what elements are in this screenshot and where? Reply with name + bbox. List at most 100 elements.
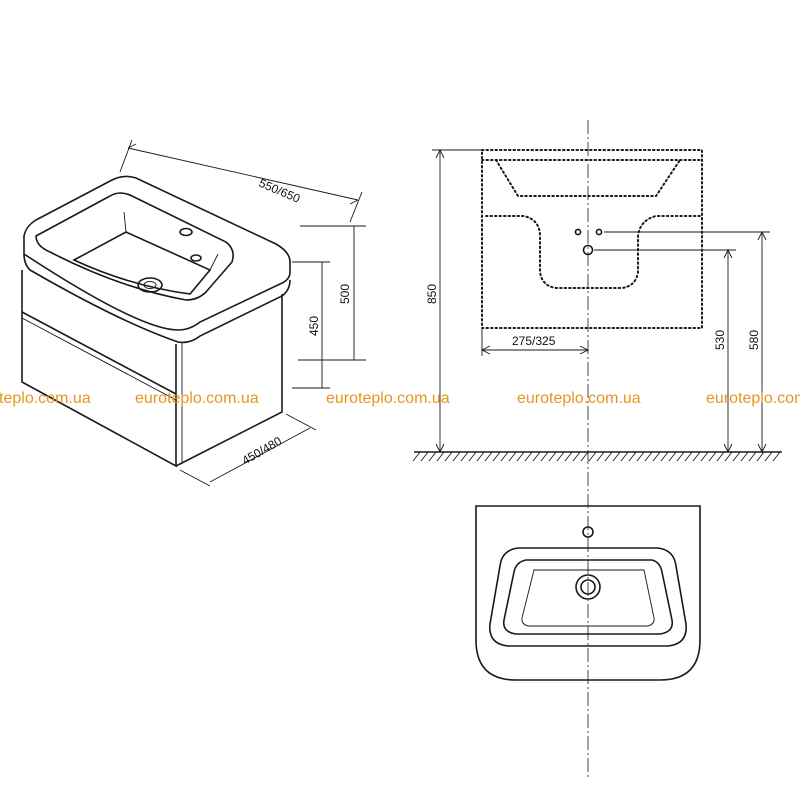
floor-hatch-mark (628, 451, 637, 462)
top-basin-outer (489, 547, 687, 647)
floor-hatch-mark (460, 451, 469, 462)
floor-hatch-mark (556, 451, 565, 462)
floor-hatch-mark (548, 451, 557, 462)
front-drain-height-dim-line (594, 248, 736, 454)
watermark-text-2: euroteplo.com.ua (135, 390, 259, 407)
front-basin-lower (485, 215, 701, 289)
front-tap-hole-icon (574, 228, 582, 236)
iso-basin-inner (72, 231, 212, 295)
front-tap-hole-2-icon (595, 228, 603, 236)
floor-hatch-mark (436, 451, 445, 462)
floor-hatch-mark (572, 451, 581, 462)
floor-hatch-mark (564, 451, 573, 462)
isometric-view: 550/650 500 450 450/480 (21, 139, 366, 487)
floor-hatch-mark (500, 451, 509, 462)
iso-width-dim-line (119, 139, 363, 223)
floor-hatch-mark (596, 451, 605, 462)
floor-hatch-mark (444, 451, 453, 462)
front-sink-outline (481, 149, 703, 329)
floor-hatch-mark (636, 451, 645, 462)
floor-hatch-mark (644, 451, 653, 462)
floor-hatch-mark (532, 451, 541, 462)
front-tap-height-dim-line (604, 230, 770, 454)
floor-hatch-mark (428, 451, 437, 462)
floor-hatch-mark (732, 451, 741, 462)
iso-cabinet-side (175, 294, 283, 467)
floor-hatch-mark (724, 451, 733, 462)
watermark-text-3: euroteplo.com.ua (326, 390, 450, 407)
floor-hatch-mark (668, 451, 677, 462)
floor-hatch-mark (700, 451, 709, 462)
top-basin-inner (502, 559, 674, 635)
iso-depth-dim-line (179, 413, 317, 487)
iso-height-total-dim-line (298, 225, 366, 361)
iso-sink-top (23, 175, 291, 331)
top-sink-outline (475, 505, 701, 681)
front-total-height-dim-line (432, 148, 482, 454)
floor-hatch-mark (540, 451, 549, 462)
iso-cabinet-front (21, 270, 177, 468)
floor-hatch-mark (524, 451, 533, 462)
front-drain-height-label: 530 (713, 330, 727, 350)
iso-height-cabinet-dim-line (292, 261, 330, 389)
floor-hatch-mark (508, 451, 517, 462)
top-drain-inner-icon (580, 579, 596, 595)
front-tap-height-label: 580 (747, 330, 761, 350)
floor-hatch-mark (660, 451, 669, 462)
floor-hatch-mark (420, 451, 429, 462)
floor-hatch-mark (620, 451, 629, 462)
floor-hatch-mark (692, 451, 701, 462)
front-half-width-label: 275/325 (512, 334, 556, 348)
iso-depth-label: 450/480 (240, 434, 285, 468)
floor-hatch-mark (708, 451, 717, 462)
floor-hatch-mark (468, 451, 477, 462)
floor-hatch-mark (580, 451, 589, 462)
floor-hatch-mark (612, 451, 621, 462)
floor-hatch-mark (676, 451, 685, 462)
iso-tap-hole-icon (179, 227, 193, 237)
iso-drawer-divider-2 (21, 317, 177, 401)
top-drain-icon (575, 574, 601, 600)
floor-hatch-mark (748, 451, 757, 462)
iso-tap-hole-2-icon (190, 254, 202, 262)
floor-hatch-mark (516, 451, 525, 462)
iso-basin-outer (35, 192, 234, 301)
floor-hatch-mark (412, 451, 421, 462)
iso-basin-wall (123, 211, 219, 271)
floor-hatch-mark (492, 451, 501, 462)
floor-hatch-mark (764, 451, 773, 462)
front-total-height-label: 850 (425, 284, 439, 304)
floor-hatch-mark (476, 451, 485, 462)
iso-height-cabinet-label: 450 (307, 316, 321, 336)
watermarks: euroteplo.com.ua euroteplo.com.ua eurote… (0, 390, 800, 407)
front-floor-hatching (412, 451, 781, 462)
iso-drain-inner-icon (143, 281, 157, 289)
front-drain-icon (582, 244, 594, 256)
iso-height-total-label: 500 (338, 284, 352, 304)
floor-hatch-mark (756, 451, 765, 462)
iso-sink-rim (23, 253, 291, 344)
iso-drain-icon (137, 277, 163, 293)
floor-hatch-mark (484, 451, 493, 462)
floor-hatch-mark (772, 451, 781, 462)
top-view (475, 505, 701, 681)
floor-hatch-mark (588, 451, 597, 462)
watermark-text-4: euroteplo.com.ua (517, 390, 641, 407)
top-basin-floor (521, 569, 655, 627)
floor-hatch-mark (740, 451, 749, 462)
watermark-text-5: euroteplo.com.ua (706, 390, 800, 407)
iso-width-label: 550/650 (257, 176, 303, 206)
front-half-width-dim-line (480, 328, 590, 356)
floor-hatch-mark (684, 451, 693, 462)
front-basin-upper (495, 159, 681, 197)
floor-hatch-mark (716, 451, 725, 462)
front-view: 850 530 580 275/325 (412, 120, 782, 780)
floor-hatch-mark (452, 451, 461, 462)
floor-hatch-mark (652, 451, 661, 462)
top-tap-hole-icon (582, 526, 594, 538)
watermark-text-1: euroteplo.com.ua (0, 390, 91, 407)
floor-hatch-mark (604, 451, 613, 462)
iso-drawer-divider (21, 311, 177, 395)
